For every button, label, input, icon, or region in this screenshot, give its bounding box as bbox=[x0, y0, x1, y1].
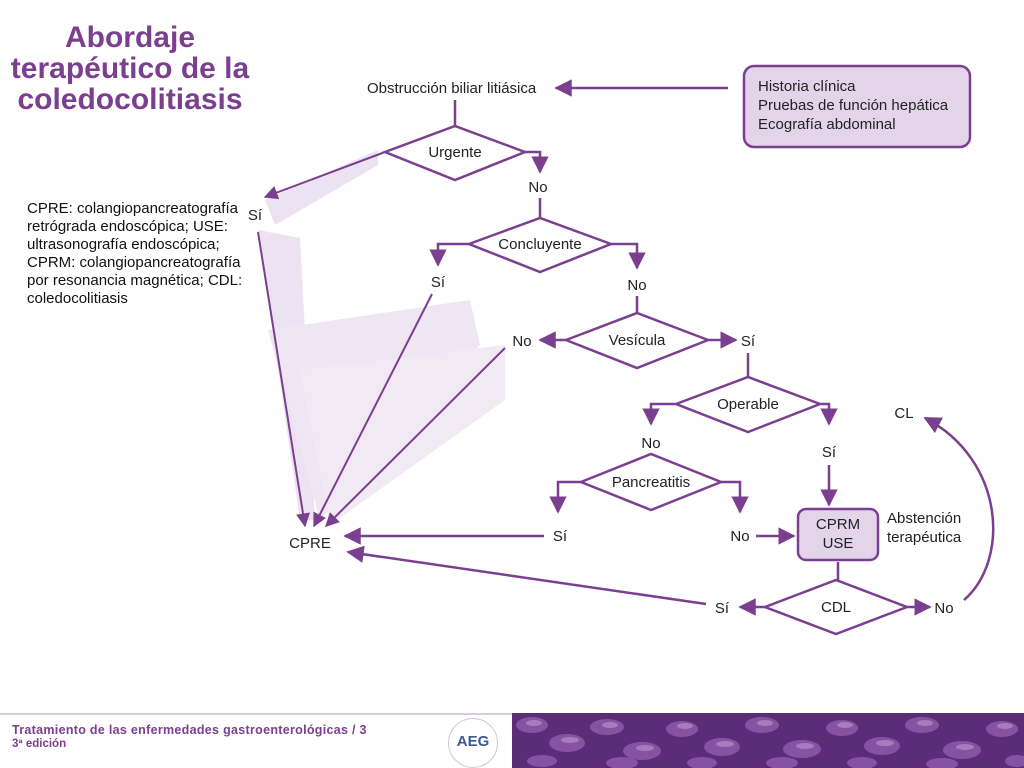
label-operable-si: Sí bbox=[822, 444, 837, 461]
footer-divider bbox=[0, 713, 512, 715]
node-urgente: Urgente bbox=[428, 144, 481, 161]
node-abstencion-1: Abstención bbox=[887, 510, 961, 527]
label-vesicula-no: No bbox=[512, 333, 531, 350]
history-item-1: Historia clínica bbox=[758, 78, 856, 95]
label-concluyente-no: No bbox=[627, 277, 646, 294]
history-box: Historia clínica Pruebas de función hepá… bbox=[742, 64, 972, 149]
node-start: Obstrucción biliar litiásica bbox=[367, 80, 537, 97]
node-cdl: CDL bbox=[821, 599, 851, 616]
abbreviations-legend: CPRE: colangiopancreatografía retrógrada… bbox=[27, 200, 243, 307]
page-title: Abordaje terapéutico de la coledocolitia… bbox=[10, 22, 250, 115]
label-cdl-si: Sí bbox=[715, 600, 730, 617]
label-concluyente-si: Sí bbox=[431, 274, 446, 291]
title-line-1: Abordaje bbox=[64, 21, 196, 54]
title-line-3: coledocolitiasis bbox=[17, 83, 243, 116]
footer-edition: 3ª edición bbox=[12, 738, 67, 750]
label-urgente-no: No bbox=[528, 179, 547, 196]
label-urgente-si: Sí bbox=[248, 207, 263, 224]
node-cl: CL bbox=[894, 405, 913, 422]
node-cpre: CPRE bbox=[289, 535, 331, 552]
history-item-2: Pruebas de función hepática bbox=[758, 97, 949, 114]
tissue-texture bbox=[512, 713, 1024, 768]
history-item-3: Ecografía abdominal bbox=[758, 116, 896, 133]
flowchart: Historia clínica Pruebas de función hepá… bbox=[248, 64, 995, 636]
footer bbox=[0, 713, 1024, 768]
label-pancreatitis-no: No bbox=[730, 528, 749, 545]
logo-text: AEG bbox=[456, 733, 490, 750]
title-line-2: terapéutico de la bbox=[10, 52, 250, 85]
footer-decorative-photo bbox=[512, 713, 1024, 768]
node-abstencion-2: terapéutica bbox=[887, 529, 962, 546]
box-cprm-use bbox=[796, 507, 880, 562]
label-operable-no: No bbox=[641, 435, 660, 452]
label-vesicula-si: Sí bbox=[741, 333, 756, 350]
node-operable: Operable bbox=[717, 396, 779, 413]
label-cdl-no: No bbox=[934, 600, 953, 617]
node-vesicula: Vesícula bbox=[609, 332, 666, 349]
aeg-logo: AEG bbox=[448, 718, 498, 768]
node-use: USE bbox=[823, 535, 854, 552]
label-pancreatitis-si: Sí bbox=[553, 528, 568, 545]
node-concluyente: Concluyente bbox=[498, 236, 581, 253]
node-cprm: CPRM bbox=[816, 516, 860, 533]
node-pancreatitis: Pancreatitis bbox=[612, 474, 690, 491]
footer-title: Tratamiento de las enfermedades gastroen… bbox=[12, 723, 367, 737]
